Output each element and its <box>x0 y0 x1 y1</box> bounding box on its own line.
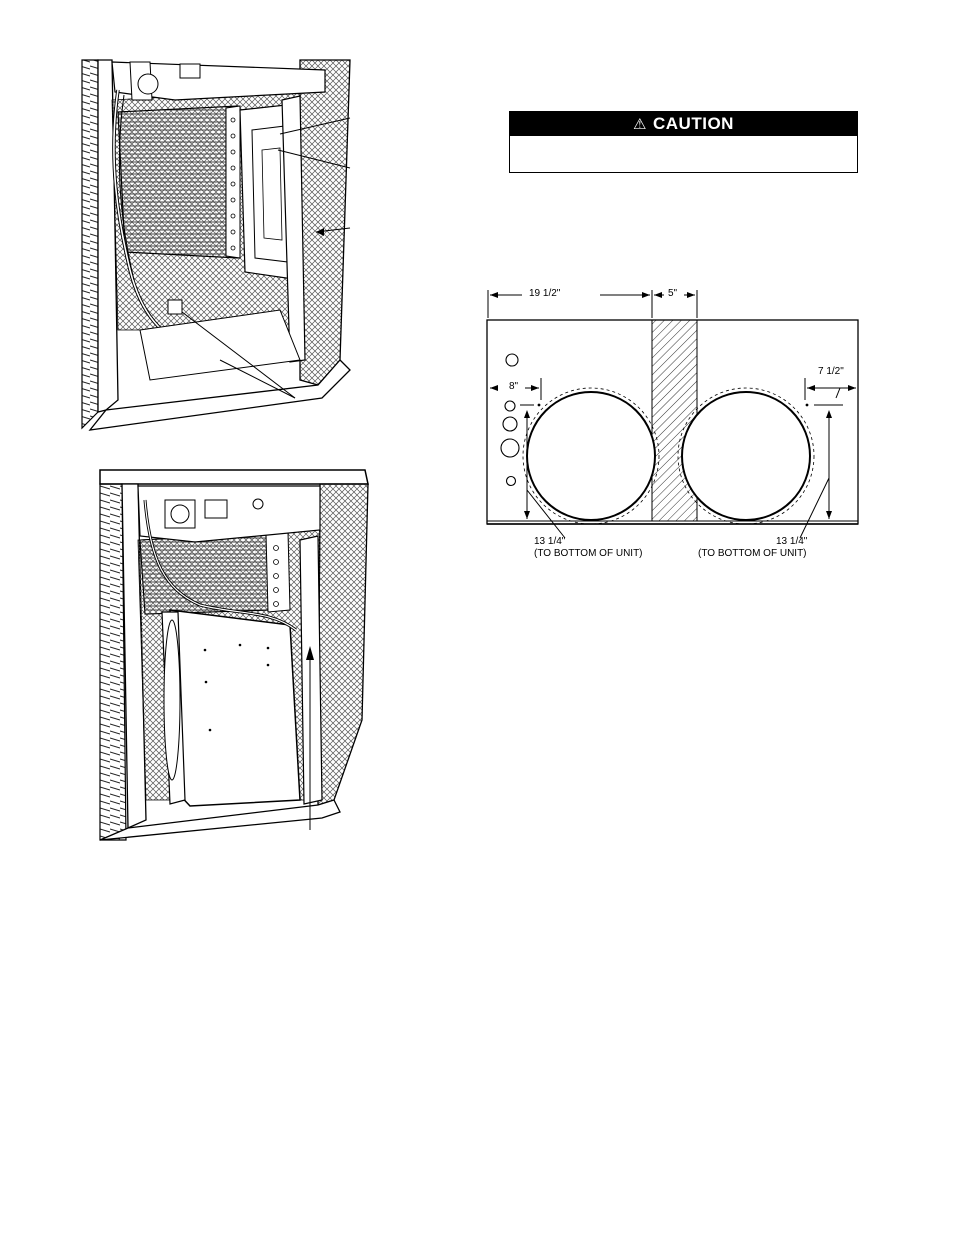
caution-header: ⚠ CAUTION <box>510 112 857 136</box>
caution-box: ⚠ CAUTION <box>509 111 858 173</box>
caution-label: CAUTION <box>653 114 734 133</box>
dim-left-note: (TO BOTTOM OF UNIT) <box>534 548 643 559</box>
dim-right-note: (TO BOTTOM OF UNIT) <box>698 548 807 559</box>
dim-13-1-4-right: 13 1/4" <box>776 536 808 547</box>
dim-13-1-4-left: 13 1/4" <box>534 536 566 547</box>
dim-7-1-2: 7 1/2" <box>818 366 844 377</box>
top-unit-drawing <box>81 59 351 431</box>
dim-19-1-2: 19 1/2" <box>527 288 563 299</box>
bottom-unit-drawing <box>99 469 369 841</box>
dim-5: 5" <box>667 288 679 299</box>
warning-triangle-icon: ⚠ <box>633 116 647 133</box>
dim-8: 8" <box>509 381 519 392</box>
